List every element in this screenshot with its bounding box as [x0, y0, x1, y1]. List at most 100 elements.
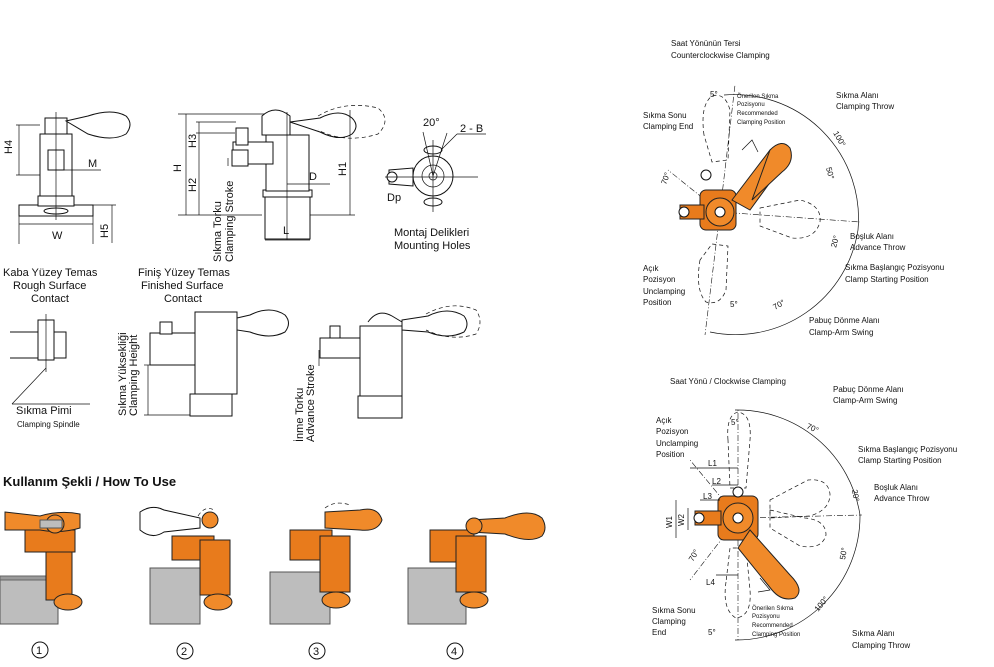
ccw-swing-tr: Pabuç Dönme Alanı — [809, 316, 880, 325]
dim-h4: H4 — [3, 140, 15, 154]
ccw-angle-5-top: 5° — [710, 90, 718, 99]
clamping-height-tr: Sıkma Yüksekliği — [117, 332, 129, 416]
ccw-swing-diagram — [667, 84, 861, 336]
cw-open-tr2: Pozisyon — [656, 427, 688, 436]
dim-w: W — [52, 230, 63, 242]
dim-h2: H2 — [187, 178, 199, 192]
finished-contact-en1: Finished Surface — [141, 280, 224, 292]
step-1-number: 1 — [36, 645, 42, 657]
cw-start-tr: Sıkma Başlangıç Pozisyonu — [858, 445, 957, 454]
mounting-angle: 20° — [423, 117, 440, 129]
step-markers — [31, 641, 464, 660]
dim-d: D — [309, 171, 317, 183]
cw-angle-5-top: 5° — [731, 418, 739, 427]
ccw-open-en1: Unclamping — [643, 287, 685, 296]
ccw-open-tr: Açık — [643, 264, 660, 273]
ccw-throw-tr: Sıkma Alanı — [836, 91, 879, 100]
cw-throw-tr: Sıkma Alanı — [852, 629, 895, 638]
how-to-use-step-4-illustration — [407, 512, 546, 625]
cw-dim-l3: L3 — [703, 492, 712, 501]
ccw-rec-en1: Recommended — [737, 111, 778, 117]
cw-adv-tr: Boşluk Alanı — [874, 483, 918, 492]
finished-contact-en2: Contact — [164, 293, 202, 305]
cw-swing-en: Clamp-Arm Swing — [833, 396, 897, 405]
dim-h: H — [172, 164, 184, 172]
dim-h3: H3 — [187, 134, 199, 148]
ccw-angle-70-left: 70° — [659, 171, 672, 185]
clamping-spindle-tr: Sıkma Pimi — [16, 405, 72, 417]
cw-swing-tr: Pabuç Dönme Alanı — [833, 385, 904, 394]
clamping-stroke-en: Clamping Stroke — [224, 181, 236, 262]
dim-dp: Dp — [387, 192, 401, 204]
cw-angle-5-bot: 5° — [708, 628, 716, 637]
dim-h1: H1 — [337, 162, 349, 176]
cw-dim-l2: L2 — [712, 477, 721, 486]
how-to-use-title: Kullanım Şekli / How To Use — [3, 474, 176, 489]
rough-contact-tr: Kaba Yüzey Temas — [3, 267, 98, 279]
cw-open-tr: Açık — [656, 416, 673, 425]
mounting-holes-drawing — [385, 131, 486, 212]
cw-angle-100: 100° — [813, 595, 831, 613]
dim-m: M — [88, 158, 97, 170]
cw-end-tr: Sıkma Sonu — [652, 606, 696, 615]
ccw-rec-tr2: Pozisyonu — [737, 102, 765, 108]
clamping-stroke-tr: Sıkma Torku — [212, 201, 224, 262]
cw-dim-w1: W1 — [665, 515, 674, 528]
ccw-rec-tr1: Önerilen Sıkma — [737, 93, 779, 100]
cw-angle-70-left: 70° — [687, 548, 701, 563]
how-to-use-step-2-illustration — [139, 506, 233, 625]
how-to-use-step-1-illustration — [0, 511, 83, 625]
ccw-throw-en: Clamping Throw — [836, 102, 894, 111]
advance-stroke-drawing — [318, 305, 481, 419]
clamping-height-en: Clamping Height — [128, 335, 140, 416]
step-3-number: 3 — [313, 646, 319, 658]
front-view-drawing — [16, 111, 131, 244]
cw-angle-20: 20° — [850, 489, 861, 502]
cw-angle-70-top: 70° — [805, 422, 820, 435]
ccw-title-en: Counterclockwise Clamping — [671, 51, 770, 60]
cw-title: Saat Yönü / Clockwise Clamping — [670, 377, 786, 386]
cw-rec-tr1: Önerilen Sıkma — [752, 605, 794, 612]
rough-contact-en2: Contact — [31, 293, 69, 305]
cw-dim-l4: L4 — [706, 578, 715, 587]
clamping-spindle-drawing — [10, 314, 90, 405]
cw-open-en1: Unclamping — [656, 439, 698, 448]
cw-dim-l1: L1 — [708, 459, 717, 468]
ccw-adv-en: Advance Throw — [850, 243, 906, 252]
ccw-title-tr: Saat Yönünün Tersi — [671, 39, 741, 48]
finished-contact-tr: Finiş Yüzey Temas — [138, 267, 230, 279]
cw-adv-en: Advance Throw — [874, 494, 930, 503]
ccw-open-en2: Position — [643, 298, 671, 307]
advance-stroke-tr: İnme Torku — [293, 388, 306, 442]
cw-end-en: Clamping — [652, 617, 686, 626]
cw-rec-tr2: Pozisyonu — [752, 614, 780, 620]
ccw-end-en: Clamping End — [643, 122, 693, 131]
dim-l: L — [283, 225, 289, 237]
ccw-angle-70-bot: 70° — [772, 298, 787, 312]
mounting-title-tr: Montaj Delikleri — [394, 227, 469, 239]
cw-throw-en: Clamping Throw — [852, 641, 910, 650]
cw-start-en: Clamp Starting Position — [858, 456, 942, 465]
advance-stroke-en: Advance Stroke — [305, 364, 317, 442]
ccw-angle-100: 100° — [831, 130, 847, 149]
cw-rec-en2: Clamping Position — [752, 632, 800, 638]
ccw-end-tr: Sıkma Sonu — [643, 111, 687, 120]
clamping-spindle-en: Clamping Spindle — [17, 420, 80, 429]
step-4-number: 4 — [451, 646, 457, 658]
cw-swing-diagram — [675, 409, 863, 641]
dim-h5: H5 — [99, 224, 111, 238]
cw-end-en2: End — [652, 628, 666, 637]
mounting-title-en: Mounting Holes — [394, 240, 471, 252]
cw-angle-50: 50° — [838, 547, 849, 560]
side-view-drawing — [178, 105, 386, 241]
ccw-start-en: Clamp Starting Position — [845, 275, 929, 284]
cw-rec-en1: Recommended — [752, 623, 793, 629]
ccw-angle-5-bot: 5° — [730, 300, 738, 309]
ccw-adv-tr: Boşluk Alanı — [850, 232, 894, 241]
ccw-angle-50: 50° — [824, 166, 836, 180]
step-2-number: 2 — [181, 646, 187, 658]
clamping-height-drawing — [144, 309, 289, 417]
rough-contact-en1: Rough Surface — [13, 280, 86, 292]
ccw-rec-en2: Clamping Position — [737, 120, 785, 126]
